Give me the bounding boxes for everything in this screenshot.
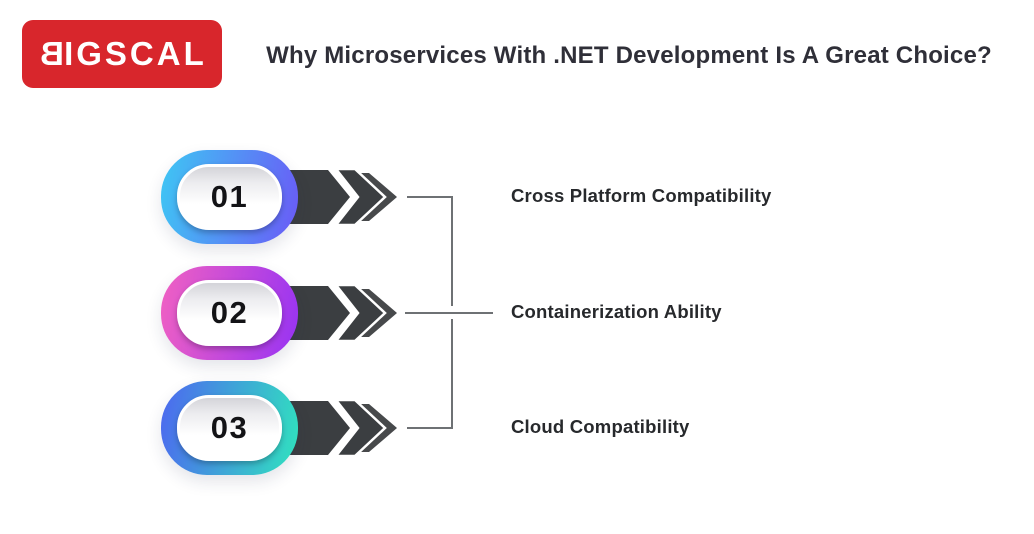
step-badge-inner: 02: [177, 280, 282, 346]
arrow-icon: [281, 167, 397, 227]
step-badge-03: 03: [161, 381, 298, 475]
logo-letter-b: B: [37, 35, 65, 72]
step-badge-01: 01: [161, 150, 298, 244]
connector-line-vertical-upper: [451, 196, 453, 306]
arrow-icon: [281, 398, 397, 458]
step-badge-inner: 01: [177, 164, 282, 230]
connector-line-middle-horizontal: [405, 312, 493, 314]
step-number: 02: [210, 295, 249, 330]
step-number: 03: [210, 410, 249, 445]
page-title: Why Microservices With .NET Development …: [266, 42, 992, 69]
connector-line-bottom-horizontal: [407, 427, 453, 429]
arrow-icon: [281, 283, 397, 343]
step-label-cloud: Cloud Compatibility: [511, 416, 690, 437]
logo-text: IGSCAL: [64, 35, 207, 72]
step-number: 01: [210, 179, 249, 214]
step-label-cross-platform: Cross Platform Compatibility: [511, 185, 772, 206]
step-badge-inner: 03: [177, 395, 282, 461]
step-badge-02: 02: [161, 266, 298, 360]
connector-line-vertical-lower: [451, 319, 453, 429]
connector-line-top-horizontal: [407, 196, 453, 198]
step-label-containerization: Containerization Ability: [511, 301, 722, 322]
